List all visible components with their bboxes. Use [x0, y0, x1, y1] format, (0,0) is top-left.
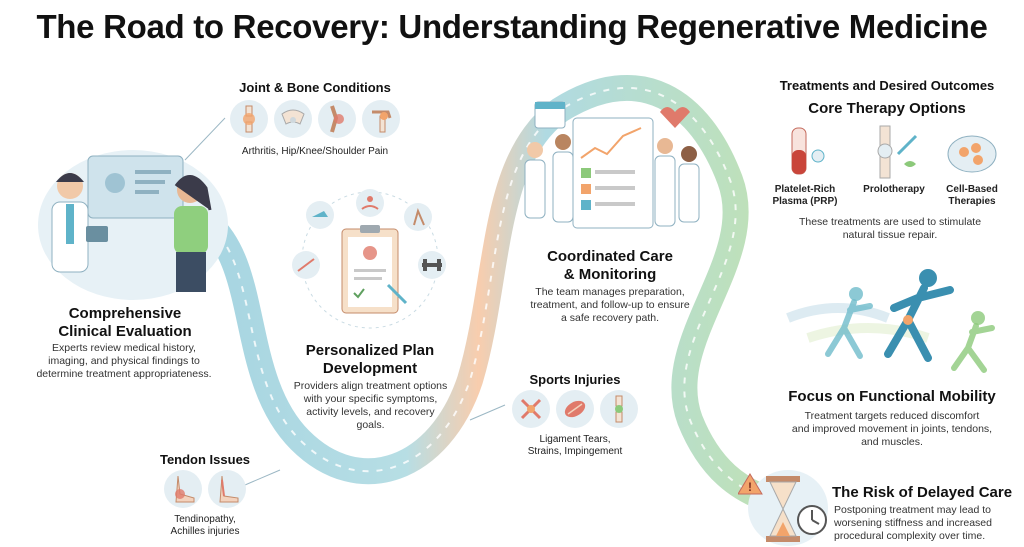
- prp-label: Platelet-Rich Plasma (PRP): [772, 184, 838, 207]
- sports-heading: Sports Injuries: [529, 372, 621, 387]
- achilles-icon: [208, 470, 246, 508]
- sports-caption: Ligament Tears, Strains, Impingement: [527, 434, 623, 457]
- tendon-icon-row: [155, 470, 255, 508]
- muscle-strain-icon: [556, 390, 594, 428]
- plan-heading: Personalized Plan Development: [305, 342, 435, 377]
- tendon-heading: Tendon Issues: [159, 452, 251, 467]
- prp-tube-icon: [791, 127, 825, 175]
- care-team-illustration: [524, 101, 700, 229]
- plan-description: Providers align treatment options with y…: [293, 380, 448, 431]
- tendon-foot-icon: [164, 470, 202, 508]
- joint-bone-heading: Joint & Bone Conditions: [239, 80, 391, 95]
- joint-bone-icon-row: [225, 100, 405, 138]
- treatments-description: These treatments are used to stimulate n…: [798, 216, 982, 241]
- risk-description: Postponing treatment may lead to worseni…: [834, 504, 992, 542]
- cell-dish-icon: [947, 135, 997, 173]
- evaluation-heading: Comprehensive Clinical Evaluation: [58, 305, 192, 340]
- treatments-header: Treatments and Desired Outcomes: [779, 78, 995, 93]
- svg-text:!: !: [748, 480, 752, 494]
- prolotherapy-label: Prolotherapy: [863, 184, 925, 195]
- ligament-tear-icon: [512, 390, 550, 428]
- prolotherapy-knee-icon: [877, 125, 918, 179]
- mobility-heading: Focus on Functional Mobility: [788, 388, 996, 405]
- doctor-patient-illustration: [51, 155, 212, 292]
- page-title: The Road to Recovery: Understanding Rege…: [36, 8, 988, 45]
- care-heading: Coordinated Care & Monitoring: [547, 248, 673, 283]
- sports-icon-row: [510, 390, 640, 428]
- knee-joint-icon: [230, 100, 268, 138]
- plan-illustration: [292, 189, 446, 329]
- impingement-icon: [600, 390, 638, 428]
- mobility-description: Treatment targets reduced discomfort and…: [791, 410, 993, 448]
- care-description: The team manages preparation, treatment,…: [530, 286, 690, 324]
- cell-therapy-label: Cell-Based Therapies: [946, 184, 998, 207]
- tendon-caption: Tendinopathy, Achilles injuries: [170, 514, 240, 537]
- hourglass-clock-illustration: !: [738, 473, 827, 542]
- shoulder-joint-icon: [362, 100, 400, 138]
- joint-bone-caption: Arthritis, Hip/Knee/Shoulder Pain: [241, 146, 389, 157]
- runners-illustration: [786, 269, 995, 373]
- hip-joint-icon: [274, 100, 312, 138]
- knee-bone-icon: [318, 100, 356, 138]
- evaluation-description: Experts review medical history, imaging,…: [36, 342, 212, 380]
- core-therapy-heading: Core Therapy Options: [808, 100, 966, 117]
- risk-heading: The Risk of Delayed Care: [832, 484, 1013, 501]
